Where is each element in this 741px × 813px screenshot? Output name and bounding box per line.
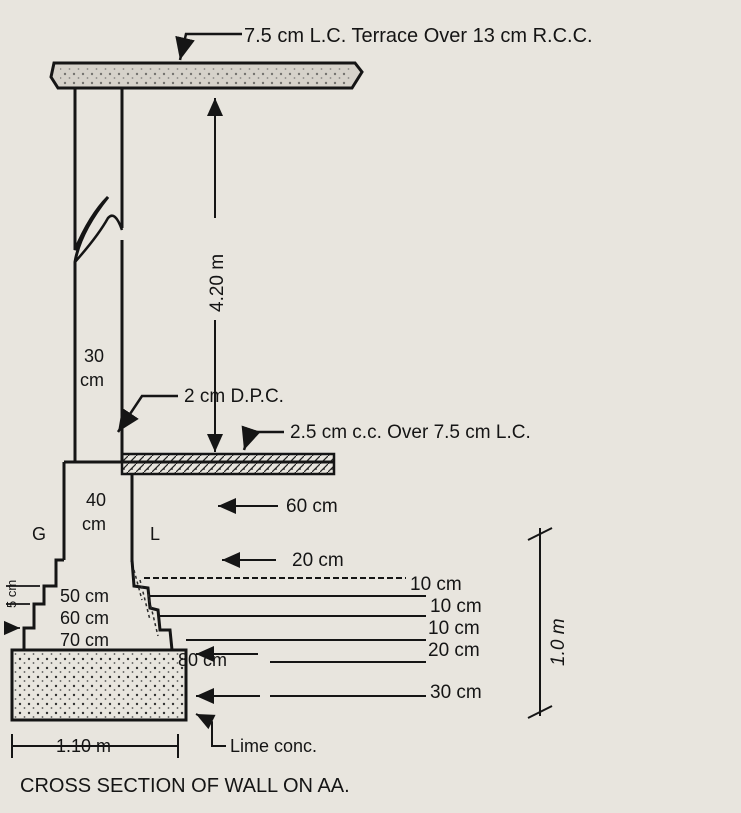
lime-concrete-bed (10, 648, 188, 722)
height-label: 4.20 m (207, 254, 228, 312)
footing-step-1-label: 50 cm (60, 586, 109, 606)
footing-hatch (133, 569, 159, 637)
floor-leader (241, 425, 284, 451)
lime-concrete-leader (195, 713, 226, 747)
step-depth-2-label: 10 cm (430, 596, 482, 617)
diagram-title: CROSS SECTION OF WALL ON AA. (20, 775, 350, 797)
floor-label: 2.5 cm c.c. Over 7.5 cm L.C. (290, 422, 531, 443)
roof-slab-texture (60, 67, 350, 85)
step-depth-1-label: 10 cm (410, 574, 462, 595)
footing-step-3-label: 70 cm (60, 630, 109, 650)
floor-slab (120, 452, 336, 476)
plinth-width-value: 40 (86, 490, 106, 510)
step-depth-3-label: 10 cm (428, 618, 480, 639)
ground-mark: G (32, 524, 46, 544)
lime-concrete-label: Lime conc. (230, 736, 317, 756)
floor-depth-label: 60 cm (286, 496, 338, 517)
wall-thickness-unit: cm (80, 370, 104, 390)
offset-mark: 5 cm (4, 580, 19, 608)
plinth-wall (62, 462, 134, 562)
foundation-depth-tick-bottom (527, 705, 553, 719)
floor-mark: L (150, 524, 160, 544)
plinth-width-unit: cm (82, 514, 106, 534)
footing-step-2-label: 60 cm (60, 608, 109, 628)
step-depth-4-label: 20 cm (428, 640, 480, 661)
offset-arrows (6, 585, 40, 628)
plinth-gap-label: 20 cm (292, 550, 344, 571)
wall-break-line (74, 214, 124, 263)
wall-left-edge (73, 88, 110, 462)
dpc-leader (116, 394, 178, 433)
wall-thickness-value: 30 (84, 346, 104, 366)
footing-base-label: 80 cm (178, 650, 227, 670)
foundation-depth-label: 1.0 m (548, 618, 569, 666)
terrace-label: 7.5 cm L.C. Terrace Over 13 cm R.C.C. (244, 25, 593, 47)
roof-leader (175, 32, 242, 61)
foundation-width-label: 1.10 m (56, 736, 111, 756)
concrete-depth-label: 30 cm (430, 682, 482, 703)
foundation-depth-tick-top (527, 527, 553, 541)
dpc-label: 2 cm D.P.C. (184, 386, 284, 407)
